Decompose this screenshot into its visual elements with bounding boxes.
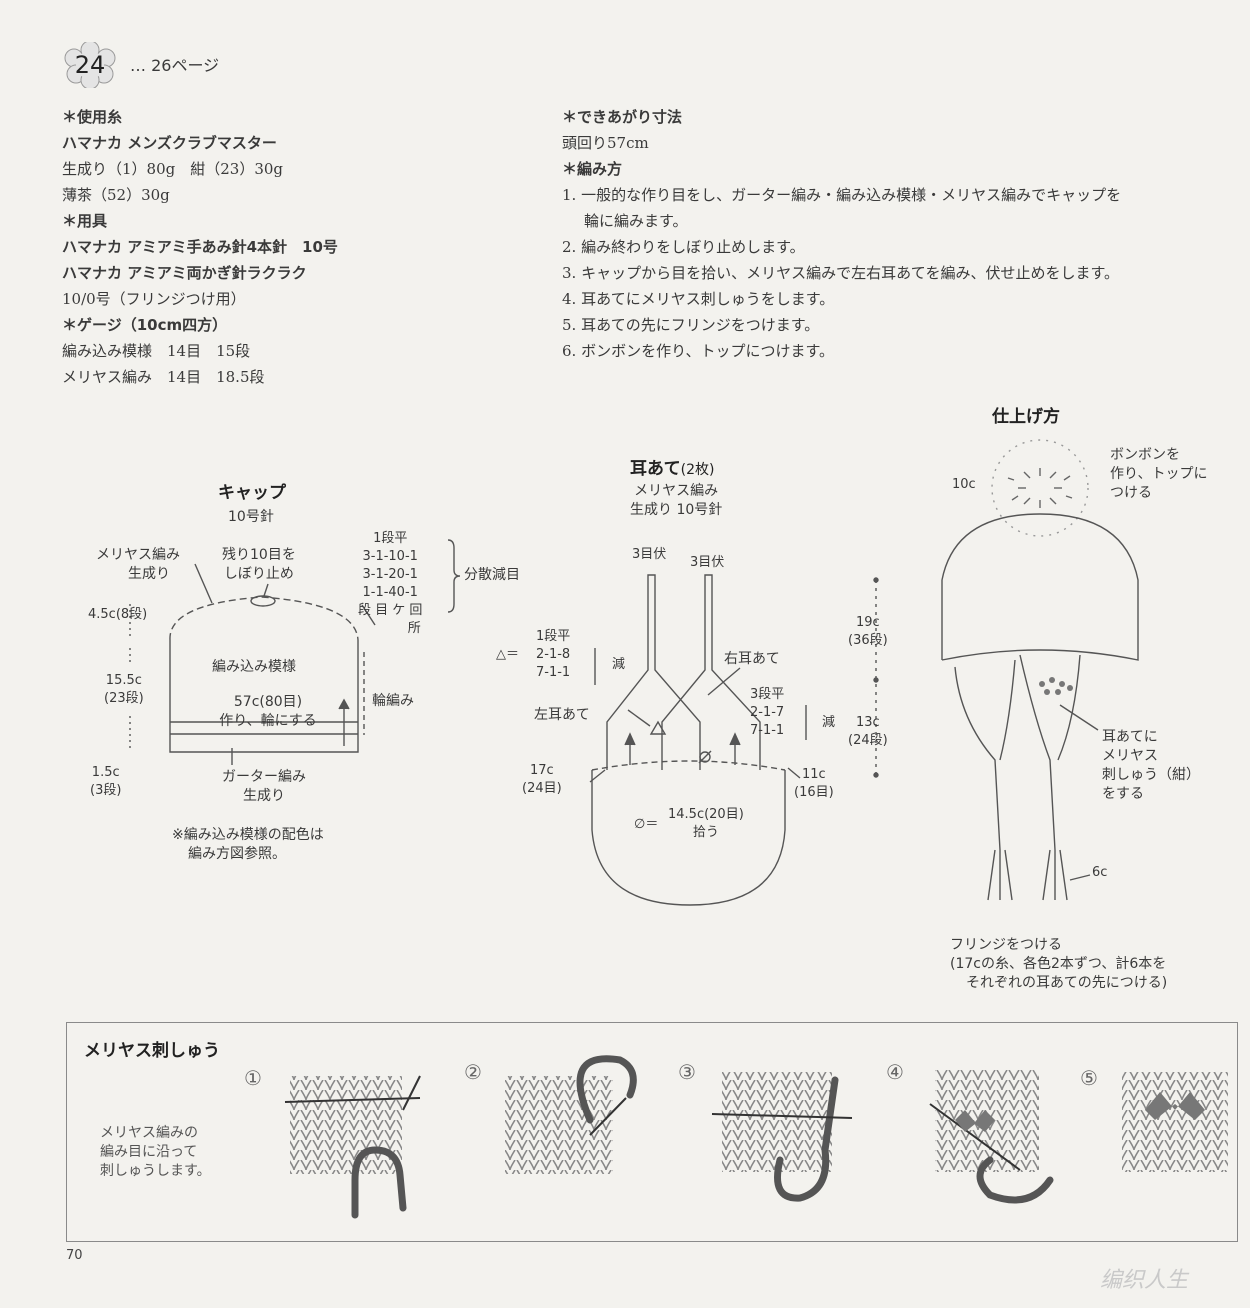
cap-dim-top: 4.5c(8段) bbox=[88, 607, 148, 622]
cap-dim-mid: 15.5c(23段) bbox=[104, 673, 144, 706]
finishing-title: 仕上げ方 bbox=[992, 407, 1060, 427]
materials-section: ＊使用糸 ハマナカ メンズクラブマスター 生成り（1）80g 紺（23）30g … bbox=[62, 104, 338, 390]
step-number: ④ bbox=[886, 1060, 904, 1084]
size-value: 頭回り57cm bbox=[562, 134, 649, 152]
fringe-length: 6c bbox=[1092, 865, 1108, 880]
fringe-note: フリンジをつける (17cの糸、各色2本ずつ、計6本を それぞれの耳あての先につ… bbox=[950, 937, 1168, 991]
knit-swatch bbox=[290, 1070, 1228, 1174]
method-step: 輪に編みます。 bbox=[584, 212, 688, 230]
right-earflap-label: 右耳あて bbox=[724, 651, 780, 667]
yarn-heading: ＊使用糸 bbox=[62, 108, 123, 126]
step-number: ③ bbox=[678, 1060, 696, 1084]
step-number: ⑤ bbox=[1080, 1066, 1098, 1090]
finished-hat-diagram bbox=[941, 439, 1139, 901]
yarn-brand: ハマナカ メンズクラブマスター bbox=[62, 134, 277, 152]
earflap-height-2: 13c(24段) bbox=[848, 715, 888, 748]
method-step: 2. 編み終わりをしぼり止めします。 bbox=[562, 238, 805, 256]
earflap-dim-left: 17c(24目) bbox=[522, 763, 562, 796]
yarn-strands bbox=[351, 1055, 1054, 1219]
flower-badge-icon bbox=[64, 42, 116, 88]
cap-pattern-label: 編み込み模様 bbox=[212, 659, 296, 675]
tools-heading: ＊用具 bbox=[62, 212, 108, 230]
cap-note: ※編み込み模様の配色は編み方図参照。 bbox=[172, 827, 324, 862]
needle-icon bbox=[284, 1075, 1021, 1171]
method-step: 3. キャップから目を拾い、メリヤス編みで左右耳あてを編み、伏せ止めをします。 bbox=[562, 264, 1119, 282]
cap-decrease-name: 分散減目 bbox=[464, 567, 520, 583]
tool-line: ハマナカ アミアミ手あみ針4本針 10号 bbox=[62, 238, 338, 256]
duplicate-stitch-title: メリヤス刺しゅう bbox=[84, 1041, 220, 1061]
embroidered-hearts-icon bbox=[955, 1092, 1205, 1132]
cap-garter-label: ガーター編み生成り bbox=[222, 769, 306, 804]
earflap-bind-left: 3目伏 bbox=[632, 547, 667, 562]
embroidery-label: 耳あてにメリヤス刺しゅう（紺）をする bbox=[1102, 729, 1200, 802]
pompom-size: 10c bbox=[952, 477, 976, 492]
pickup-label: 14.5c(20目)拾う bbox=[668, 807, 744, 840]
earflap-height-1: 19c(36段) bbox=[848, 615, 888, 648]
triangle-symbol: △＝ bbox=[496, 647, 519, 662]
cap-title: キャップ bbox=[218, 483, 286, 503]
cap-needle: 10号針 bbox=[228, 509, 274, 525]
method-step: 1. 一般的な作り目をし、ガーター編み・編み込み模様・メリヤス編みでキャップを bbox=[562, 186, 1122, 204]
step-number: ② bbox=[464, 1060, 482, 1084]
pompom-label: ボンボンを作り、トップにつける bbox=[1110, 447, 1208, 501]
triangle-decrease-table: 1段平 2-1-8 7-1-1 bbox=[536, 629, 571, 680]
pompom-icon bbox=[1007, 468, 1073, 508]
duplicate-stitch-panel bbox=[66, 1022, 1238, 1242]
method-step: 4. 耳あてにメリヤス刺しゅうをします。 bbox=[562, 290, 835, 308]
cap-diagram bbox=[129, 539, 461, 765]
cap-stockinette-label: メリヤス編み生成り bbox=[96, 547, 180, 582]
duplicate-stitch-desc: メリヤス編みの 編み目に沿って 刺しゅうします。 bbox=[100, 1125, 211, 1179]
size-heading: ＊できあがり寸法 bbox=[562, 108, 683, 126]
cap-cast-on: 57c(80目)作り、輪にする bbox=[219, 694, 317, 729]
watermark: 编织人生 bbox=[1100, 1268, 1189, 1293]
method-step: 5. 耳あての先にフリンジをつけます。 bbox=[562, 316, 820, 334]
earflap-title: 耳あて(2枚) bbox=[630, 459, 715, 479]
cap-gather-label: 残り10目をしぼり止め bbox=[222, 547, 296, 582]
gauge-line: メリヤス編み 14目 18.5段 bbox=[62, 368, 265, 386]
pattern-number: 24 bbox=[74, 51, 106, 79]
earflap-dim-right: 11c(16目) bbox=[794, 767, 834, 800]
cap-dim-bottom: 1.5c(3段) bbox=[90, 765, 122, 798]
left-earflap-label: 左耳あて bbox=[534, 707, 590, 723]
earflap-diagram bbox=[589, 574, 879, 906]
method-section: ＊できあがり寸法 頭回り57cm ＊編み方 1. 一般的な作り目をし、ガーター編… bbox=[562, 104, 1121, 364]
page-reference: … 26ページ bbox=[130, 56, 220, 75]
cap-rib-label: 輪編み bbox=[372, 693, 414, 709]
earflap-subtitle: メリヤス編み生成り 10号針 bbox=[630, 483, 723, 518]
step-number: ① bbox=[244, 1066, 262, 1090]
embroidery-hearts-icon bbox=[1039, 677, 1073, 695]
pattern-number-badge: 24 bbox=[62, 42, 118, 88]
page-number: 70 bbox=[66, 1248, 83, 1263]
cap-decrease-table: 1段平 3-1-10-1 3-1-20-1 1-1-40-1 段 目 ケ 回 所 bbox=[358, 531, 423, 636]
right-decrease-word: 減 bbox=[822, 715, 836, 730]
method-step: 6. ボンボンを作り、トップにつけます。 bbox=[562, 342, 834, 360]
yarn-line: 生成り（1）80g 紺（23）30g bbox=[62, 160, 284, 178]
right-decrease-table: 3段平 2-1-7 7-1-1 bbox=[750, 687, 785, 738]
pickup-symbol: ∅＝ bbox=[634, 817, 659, 832]
triangle-decrease-word: 減 bbox=[612, 657, 626, 672]
tool-line: 10/0号（フリンジつけ用） bbox=[62, 290, 246, 308]
earflap-bind-right: 3目伏 bbox=[690, 555, 725, 570]
gauge-heading: ＊ゲージ（10cm四方） bbox=[62, 316, 228, 334]
yarn-line: 薄茶（52）30g bbox=[62, 186, 170, 204]
method-heading: ＊編み方 bbox=[562, 160, 623, 178]
tool-line: ハマナカ アミアミ両かぎ針ラクラク bbox=[62, 264, 307, 282]
gauge-line: 編み込み模様 14目 15段 bbox=[62, 342, 251, 360]
